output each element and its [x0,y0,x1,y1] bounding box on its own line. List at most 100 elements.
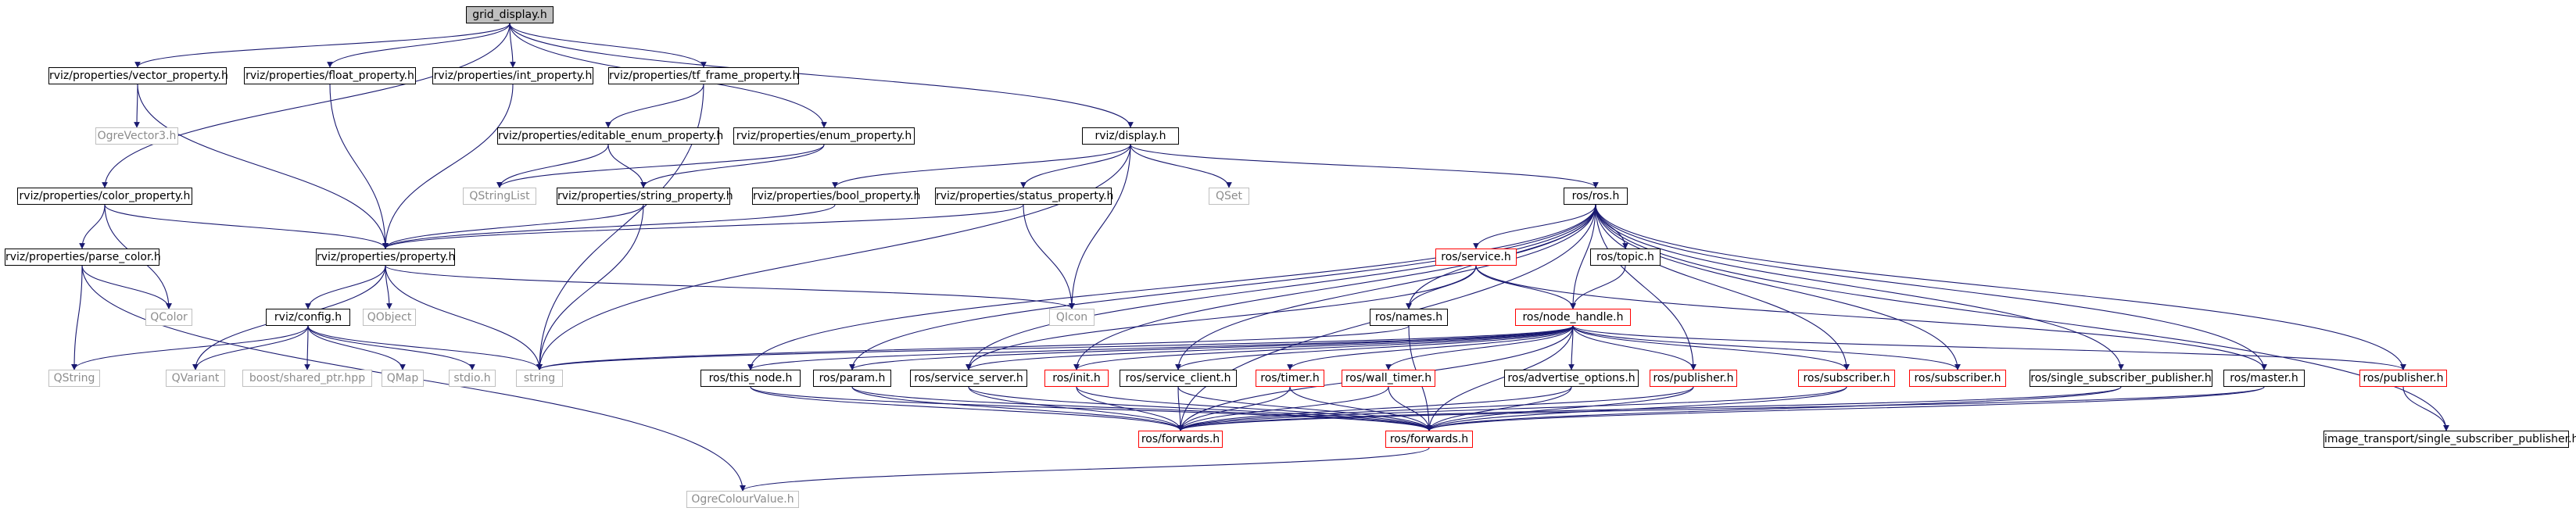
edge-property-to-qicon [385,265,1075,309]
edge-service_server-to-forwards_a [968,386,1184,431]
node-color-property[interactable]: rviz/properties/color_property.h [17,188,192,205]
edge-node_handle-to-ros_subscriber_b [1572,325,1961,370]
node-ros-init[interactable]: ros/init.h [1044,370,1109,387]
node-ros-ros[interactable]: ros/ros.h [1564,188,1628,205]
node-string-property[interactable]: rviz/properties/string_property.h [557,188,733,205]
node-ros-names[interactable]: ros/names.h [1370,309,1448,326]
node-enum-property[interactable]: rviz/properties/enum_property.h [733,127,915,145]
edge-node_handle-to-forwards_b [1426,325,1574,431]
edge-wall_timer-to-forwards_a [1177,386,1389,431]
edge-display-to-bool_property [832,144,1131,188]
node-ros-publisher[interactable]: ros/publisher.h [1650,370,1737,387]
node-ros-topic[interactable]: ros/topic.h [1590,249,1661,266]
edge-grid_display-to-vector_property [134,23,511,68]
edge-property-to-string [385,265,543,370]
edge-parse_color-to-qstring [71,265,83,370]
edge-ros_names-to-string [536,325,1410,370]
edge-grid_display-to-color_property [102,23,511,188]
edge-single_sub_pub-to-forwards_a [1177,386,2122,431]
node-ros-param[interactable]: ros/param.h [813,370,891,387]
edge-int_property-to-property [382,84,514,249]
edge-ros_param-to-forwards_a [851,386,1184,431]
edge-float_property-to-property [329,84,389,249]
edge-ros_ros-to-ros_param [849,204,1596,370]
edge-ros_ros-to-it_single_sub_pub [1595,204,2449,431]
edge-property-to-rviz_config [305,265,386,309]
edge-ros_ros-to-ros_master [1595,204,2267,370]
edge-rviz_config-to-qvariant [192,325,309,370]
node-int-property[interactable]: rviz/properties/int_property.h [432,67,593,84]
node-rviz-display[interactable]: rviz/display.h [1082,127,1179,145]
node-ros-single-subscriber-publisher[interactable]: ros/single_subscriber_publisher.h [2030,370,2212,387]
edge-ros_timer-to-forwards_b [1289,386,1432,431]
node-grid-display[interactable]: grid_display.h [466,6,554,23]
edge-node_handle-to-ros_init [1073,325,1574,370]
edge-string_property-to-string [536,204,644,370]
edge-status_property-to-property [382,204,1024,249]
node-ros-subscriber[interactable]: ros/subscriber.h [1798,370,1895,387]
edge-color_property-to-parse_color [79,204,106,249]
node-ros-advertise-options[interactable]: ros/advertise_options.h [1504,370,1639,387]
edge-string_property-to-property [382,204,644,249]
edge-enum_property-to-qstringlist [496,144,825,188]
node-boost-shared-ptr: boost/shared_ptr.hpp [242,370,372,387]
edge-node_handle-to-ros_publisher [1572,325,1696,370]
node-parse-color[interactable]: rviz/properties/parse_color.h [5,249,161,266]
edge-ros_ros-to-ros_subscriber_b [1595,204,1961,370]
node-property[interactable]: rviz/properties/property.h [316,249,455,266]
node-float-property[interactable]: rviz/properties/float_property.h [244,67,416,84]
node-qset: QSet [1209,188,1249,205]
edge-node_handle-to-service_client [1175,325,1574,370]
edge-color_property-to-property [104,204,389,249]
edge-node_handle-to-service_server [966,325,1574,370]
edge-ros_ros-to-service_client [1175,204,1596,370]
node-qicon: QIcon [1049,309,1095,326]
node-ros-wall-timer[interactable]: ros/wall_timer.h [1342,370,1435,387]
node-qstring: QString [48,370,100,387]
node-ros-subscriber-secondary[interactable]: ros/subscriber.h [1909,370,2006,387]
edge-ros_master-to-forwards_b [1426,386,2265,431]
node-ros-forwards[interactable]: ros/forwards.h [1138,431,1223,448]
node-qvariant: QVariant [166,370,225,387]
node-ros-node-handle[interactable]: ros/node_handle.h [1515,309,1631,326]
node-ogre-vector3: OgreVector3.h [95,127,178,145]
node-ros-this-node[interactable]: ros/this_node.h [700,370,801,387]
edge-ros_init-to-forwards_a [1076,386,1184,431]
node-string: string [516,370,563,387]
edge-this_node-to-forwards_b [750,386,1432,431]
edge-service_server-to-forwards_b [968,386,1432,431]
edge-ros_ros-to-ros_publisher_b [1595,204,2406,370]
edge-rviz_config-to-qmap [307,325,406,370]
edge-ros_ros-to-ros_init [1073,204,1596,370]
node-ros-timer[interactable]: ros/timer.h [1256,370,1324,387]
node-image-transport-single-subscriber-publisher[interactable]: image_transport/single_subscriber_publis… [2323,431,2576,448]
node-ros-service-server[interactable]: ros/service_server.h [910,370,1027,387]
edge-grid_display-to-float_property [327,23,511,68]
node-ros-service[interactable]: ros/service.h [1435,249,1517,266]
edge-ros_publisher_b-to-it_single_sub_pub [2402,386,2449,431]
edge-editable_enum-to-string_property [607,144,647,188]
edge-ros_ros-to-ros_subscriber_a [1595,204,1850,370]
node-ros-forwards-secondary[interactable]: ros/forwards.h [1385,431,1473,448]
edge-node_handle-to-ros_subscriber_a [1572,325,1850,370]
edge-ros_service-to-ros_master [1475,265,2267,370]
node-ros-master[interactable]: ros/master.h [2223,370,2305,387]
edge-ros_subscriber_a-to-forwards_a [1177,386,1847,431]
node-tf-frame-property[interactable]: rviz/properties/tf_frame_property.h [608,67,799,84]
node-ros-service-client[interactable]: ros/service_client.h [1120,370,1237,387]
node-rviz-config[interactable]: rviz/config.h [266,309,350,326]
edge-advertise_options-to-forwards_b [1426,386,1572,431]
node-editable-enum-property[interactable]: rviz/properties/editable_enum_property.h [497,127,723,145]
edge-ros_init-to-forwards_b [1076,386,1432,431]
node-ros-publisher-secondary[interactable]: ros/publisher.h [2359,370,2447,387]
node-qstringlist: QStringList [463,188,536,205]
node-qmap: QMap [382,370,424,387]
edge-node_handle-to-ros_param [849,325,1574,370]
node-qobject: QObject [363,309,416,326]
node-vector-property[interactable]: rviz/properties/vector_property.h [48,67,228,84]
node-status-property[interactable]: rviz/properties/status_property.h [935,188,1113,205]
edge-display-to-status_property [1020,144,1131,188]
node-bool-property[interactable]: rviz/properties/bool_property.h [752,188,920,205]
edge-vector_property-to-property [137,84,389,249]
